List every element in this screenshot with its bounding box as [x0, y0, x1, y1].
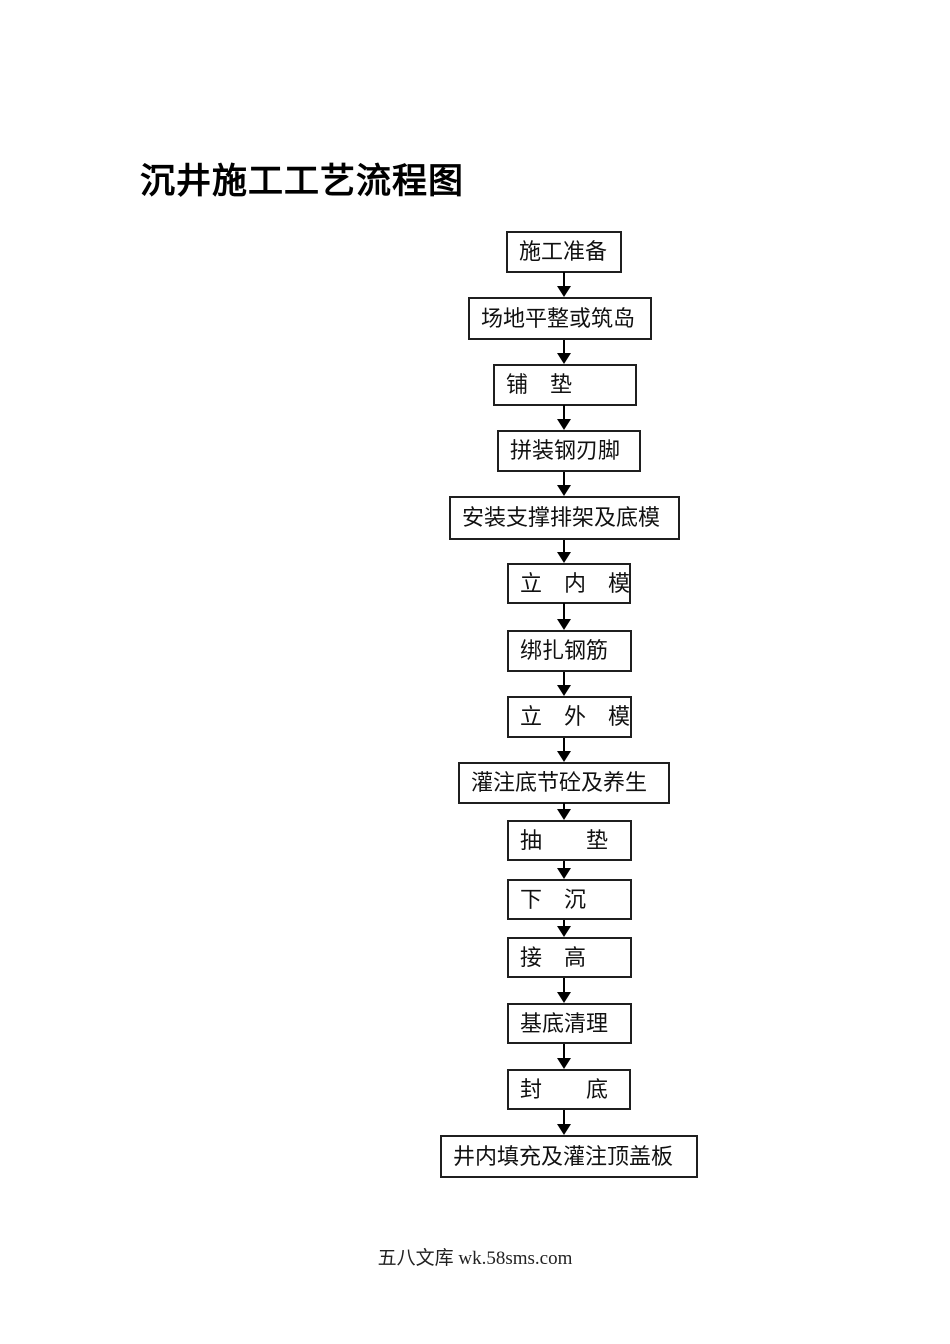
flow-connector-arrow — [557, 272, 571, 297]
flow-connector-arrow — [557, 861, 571, 879]
flow-connector-arrow — [557, 405, 571, 430]
flow-step-15: 井内填充及灌注顶盖板 — [440, 1135, 698, 1178]
flow-connector-arrow — [557, 1110, 571, 1135]
flow-step-6: 立 内 模 — [507, 563, 631, 604]
flow-step-10: 抽 垫 — [507, 820, 632, 861]
flow-connector-arrow — [557, 472, 571, 496]
flow-connector-arrow — [557, 978, 571, 1003]
flow-step-8: 立 外 模 — [507, 696, 632, 738]
flow-connector-arrow — [557, 340, 571, 364]
flow-connector-arrow — [557, 603, 571, 630]
flow-connector-arrow — [557, 803, 571, 820]
flow-step-9: 灌注底节砼及养生 — [458, 762, 670, 804]
flow-connector-arrow — [557, 672, 571, 696]
flow-step-2: 场地平整或筑岛 — [468, 297, 652, 340]
flow-step-12: 接 高 — [507, 937, 632, 978]
flow-step-5: 安装支撑排架及底模 — [449, 496, 680, 540]
flow-step-7: 绑扎钢筋 — [507, 630, 632, 672]
flow-step-4: 拼装钢刃脚 — [497, 430, 641, 472]
flow-connector-arrow — [557, 920, 571, 937]
flow-connector-arrow — [557, 738, 571, 762]
flow-step-11: 下 沉 — [507, 879, 632, 920]
footer-watermark: 五八文库 wk.58sms.com — [377, 1248, 573, 1269]
page-title: 沉井施工工艺流程图 — [140, 162, 465, 201]
flow-step-13: 基底清理 — [507, 1003, 632, 1044]
flow-connector-arrow — [557, 1044, 571, 1069]
flow-connector-arrow — [557, 540, 571, 563]
flow-step-1: 施工准备 — [506, 231, 622, 273]
flow-step-14: 封 底 — [507, 1069, 631, 1110]
flow-step-3: 铺 垫 — [493, 364, 637, 406]
